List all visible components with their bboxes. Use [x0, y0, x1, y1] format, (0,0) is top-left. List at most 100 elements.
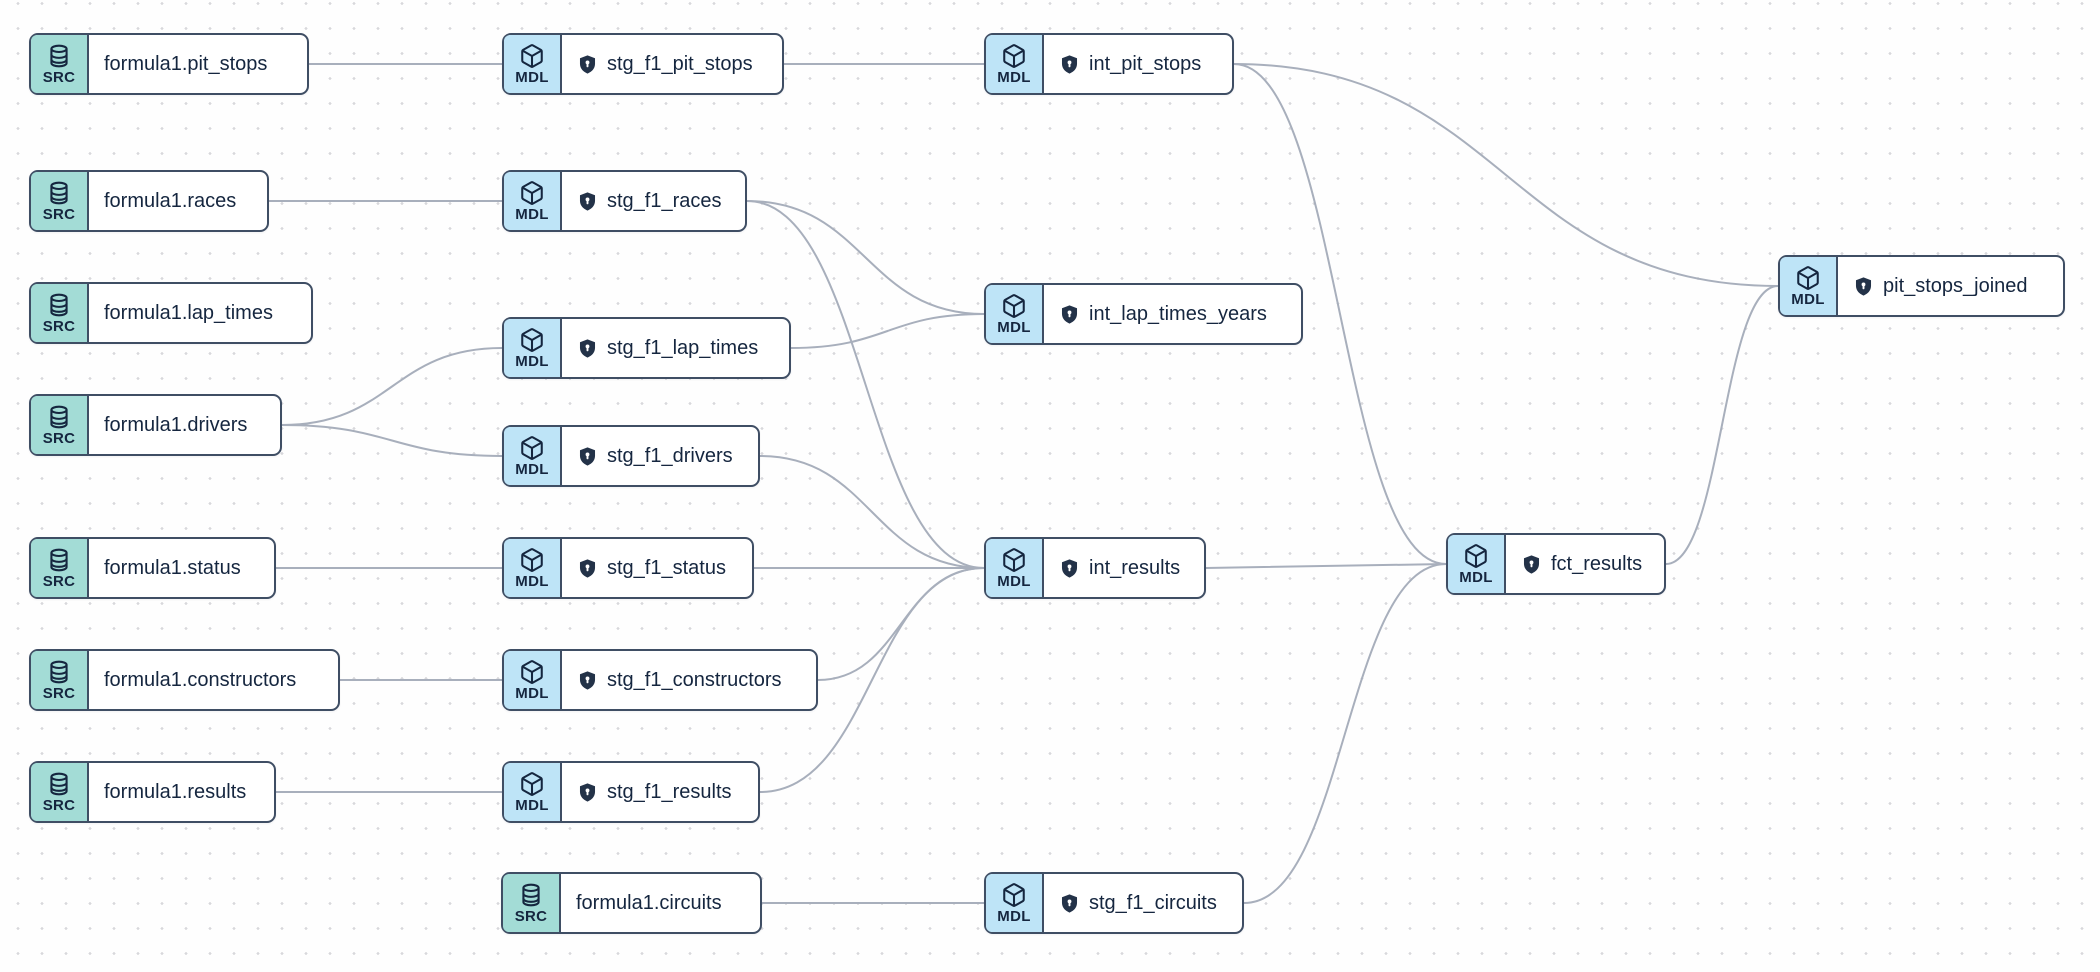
- model-type-badge: MDL: [1448, 535, 1506, 593]
- cube-icon: [521, 659, 543, 684]
- source-type-badge: SRC: [503, 874, 561, 932]
- shield-lock-icon: [579, 558, 596, 578]
- shield-lock-icon: [579, 54, 596, 74]
- source-type-badge: SRC: [31, 396, 89, 454]
- source-type-badge: SRC: [31, 539, 89, 597]
- node-label: int_results: [1089, 556, 1181, 579]
- node-label: stg_f1_status: [607, 556, 726, 579]
- model-type-badge: MDL: [504, 35, 562, 93]
- node-type-label: MDL: [515, 684, 549, 702]
- node-formula1.circuits[interactable]: SRC formula1.circuits: [501, 872, 762, 934]
- node-body: fct_results: [1506, 535, 1656, 593]
- shield-lock-icon: [579, 670, 596, 690]
- shield-lock-icon: [1523, 554, 1540, 574]
- database-icon: [50, 548, 68, 571]
- node-type-label: SRC: [42, 796, 76, 814]
- source-type-badge: SRC: [31, 35, 89, 93]
- cube-icon: [1797, 265, 1819, 290]
- node-int_lap_times_years[interactable]: MDL int_lap_times_years: [984, 283, 1303, 345]
- node-label: formula1.status: [104, 556, 241, 579]
- node-type-label: MDL: [515, 352, 549, 370]
- node-body: formula1.circuits: [561, 874, 736, 932]
- model-type-badge: MDL: [1780, 257, 1838, 315]
- node-body: int_pit_stops: [1044, 35, 1215, 93]
- cube-icon: [521, 180, 543, 205]
- node-label: stg_f1_drivers: [607, 444, 733, 467]
- node-type-label: SRC: [42, 429, 76, 447]
- node-fct_results[interactable]: MDL fct_results: [1446, 533, 1666, 595]
- node-type-label: MDL: [997, 907, 1031, 925]
- edge-fct_results--pit_stops_joined: [1665, 285, 1779, 565]
- node-body: stg_f1_results: [562, 763, 746, 821]
- node-stg_f1_status[interactable]: MDL stg_f1_status: [502, 537, 754, 599]
- node-stg_f1_races[interactable]: MDL stg_f1_races: [502, 170, 747, 232]
- node-body: stg_f1_drivers: [562, 427, 747, 485]
- node-type-label: SRC: [42, 684, 76, 702]
- node-type-label: SRC: [42, 205, 76, 223]
- node-body: int_results: [1044, 539, 1194, 597]
- node-int_pit_stops[interactable]: MDL int_pit_stops: [984, 33, 1234, 95]
- cube-icon: [521, 327, 543, 352]
- node-label: stg_f1_pit_stops: [607, 52, 753, 75]
- node-body: formula1.drivers: [89, 396, 261, 454]
- source-type-badge: SRC: [31, 172, 89, 230]
- node-body: stg_f1_lap_times: [562, 319, 772, 377]
- model-type-badge: MDL: [504, 319, 562, 377]
- node-body: formula1.pit_stops: [89, 35, 281, 93]
- node-body: stg_f1_races: [562, 172, 736, 230]
- node-stg_f1_drivers[interactable]: MDL stg_f1_drivers: [502, 425, 760, 487]
- source-type-badge: SRC: [31, 763, 89, 821]
- node-type-label: MDL: [515, 572, 549, 590]
- model-type-badge: MDL: [504, 763, 562, 821]
- node-type-label: MDL: [515, 205, 549, 223]
- node-stg_f1_lap_times[interactable]: MDL stg_f1_lap_times: [502, 317, 791, 379]
- node-label: formula1.pit_stops: [104, 52, 268, 75]
- node-label: stg_f1_lap_times: [607, 336, 759, 359]
- shield-lock-icon: [579, 446, 596, 466]
- node-label: stg_f1_races: [607, 189, 722, 212]
- node-type-label: MDL: [997, 318, 1031, 336]
- edge-stg_f1_drivers--int_results: [759, 455, 985, 569]
- node-label: formula1.circuits: [576, 891, 722, 914]
- shield-lock-icon: [1061, 893, 1078, 913]
- node-label: int_lap_times_years: [1089, 302, 1267, 325]
- edge-formula1.drivers--stg_f1_drivers: [281, 424, 503, 457]
- database-icon: [50, 660, 68, 683]
- node-type-label: SRC: [42, 572, 76, 590]
- node-type-label: MDL: [997, 68, 1031, 86]
- node-body: stg_f1_circuits: [1044, 874, 1231, 932]
- shield-lock-icon: [579, 338, 596, 358]
- node-label: int_pit_stops: [1089, 52, 1202, 75]
- node-formula1.pit_stops[interactable]: SRC formula1.pit_stops: [29, 33, 309, 95]
- node-body: int_lap_times_years: [1044, 285, 1281, 343]
- cube-icon: [1003, 43, 1025, 68]
- edge-stg_f1_races--int_results: [746, 200, 985, 569]
- node-stg_f1_circuits[interactable]: MDL stg_f1_circuits: [984, 872, 1244, 934]
- cube-icon: [1003, 293, 1025, 318]
- cube-icon: [1465, 543, 1487, 568]
- node-formula1.status[interactable]: SRC formula1.status: [29, 537, 276, 599]
- model-type-badge: MDL: [504, 427, 562, 485]
- database-icon: [50, 293, 68, 316]
- node-type-label: MDL: [1459, 568, 1493, 586]
- node-stg_f1_pit_stops[interactable]: MDL stg_f1_pit_stops: [502, 33, 784, 95]
- edge-stg_f1_circuits--fct_results: [1243, 563, 1447, 904]
- shield-lock-icon: [1855, 276, 1872, 296]
- database-icon: [50, 405, 68, 428]
- node-formula1.drivers[interactable]: SRC formula1.drivers: [29, 394, 282, 456]
- node-type-label: SRC: [42, 68, 76, 86]
- node-body: formula1.lap_times: [89, 284, 287, 342]
- node-body: pit_stops_joined: [1838, 257, 2042, 315]
- edge-formula1.drivers--stg_f1_lap_times: [281, 347, 503, 426]
- node-type-label: SRC: [514, 907, 548, 925]
